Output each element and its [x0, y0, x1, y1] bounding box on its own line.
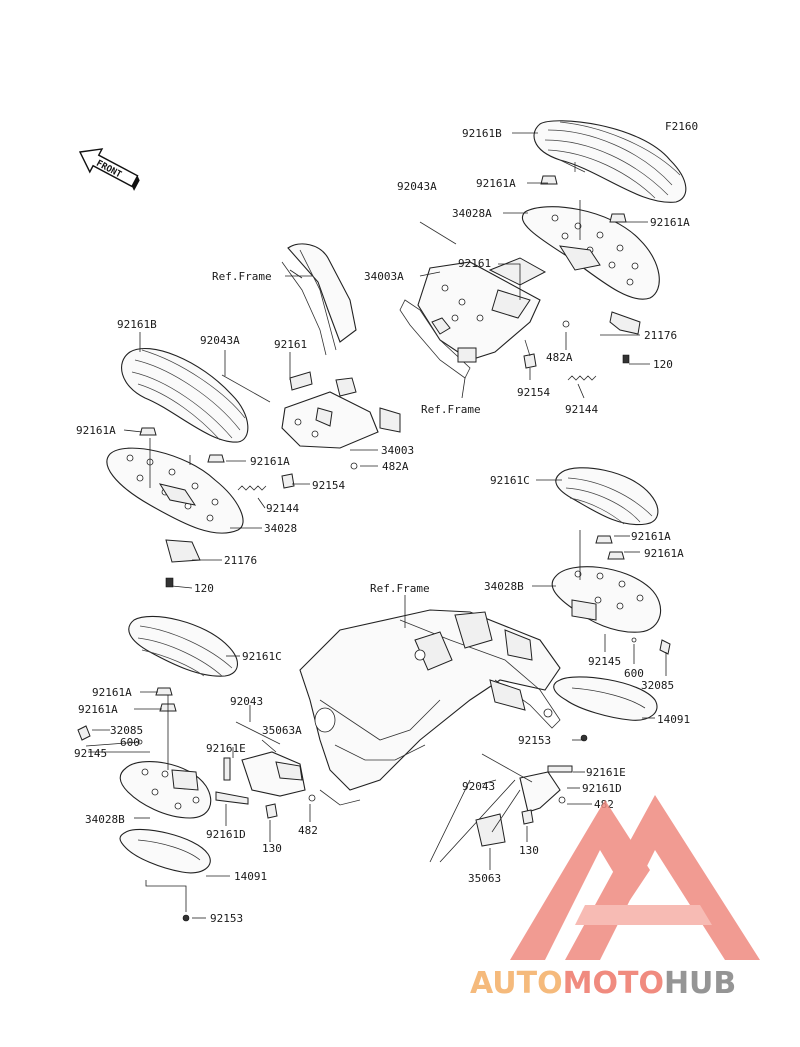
part-label: 14091: [657, 713, 690, 726]
part-label: 600: [624, 667, 644, 680]
part-label: 21176: [224, 554, 257, 567]
part-label: 92043: [230, 695, 263, 708]
part-label: 92161A: [92, 686, 132, 699]
left-rear-floorboard-group: [77, 615, 316, 922]
part-label: 482A: [546, 351, 573, 364]
front-arrow-icon: FRONT: [78, 148, 140, 191]
watermark-hub: HUB: [664, 966, 736, 1001]
part-label: 92161D: [206, 828, 246, 841]
part-label: 92161A: [476, 177, 516, 190]
part-label: 482A: [382, 460, 409, 473]
part-label: 92161B: [462, 127, 502, 140]
part-label: 92161A: [76, 424, 116, 437]
part-label: 34028B: [85, 813, 125, 826]
part-label: 120: [194, 582, 214, 595]
part-label: 92144: [565, 403, 598, 416]
part-label: 92154: [312, 479, 345, 492]
watermark-moto: MOTO: [563, 966, 664, 1001]
part-label: 21176: [644, 329, 677, 342]
svg-text:AUTOMOTOHUB: AUTOMOTOHUB: [470, 966, 736, 1001]
ref-frame-label-left: Ref.Frame: [212, 270, 272, 283]
part-label: 92153: [210, 912, 243, 925]
part-label: 92043A: [397, 180, 437, 193]
part-label: 600: [120, 736, 140, 749]
part-label: 34003A: [364, 270, 404, 283]
part-label: 92145: [588, 655, 621, 668]
right-rear-floorboard-group: [475, 467, 671, 870]
part-label: 92161E: [586, 766, 626, 779]
part-label: 34028B: [484, 580, 524, 593]
part-label: 35063: [468, 872, 501, 885]
watermark-logo: [510, 795, 760, 960]
part-label: 92161: [458, 257, 491, 270]
part-label: 92161A: [250, 455, 290, 468]
part-label: 32085: [110, 724, 143, 737]
part-label: 92154: [517, 386, 550, 399]
left-front-floorboard-group: [106, 243, 401, 589]
ref-frame-label-right: Ref.Frame: [421, 403, 481, 416]
part-label: 92043: [462, 780, 495, 793]
part-label: 92043A: [200, 334, 240, 347]
part-label: 130: [262, 842, 282, 855]
part-label: 35063A: [262, 724, 302, 737]
rear-frame-group: [299, 595, 561, 863]
part-label: 92161C: [242, 650, 282, 663]
part-label: 130: [519, 844, 539, 857]
ref-frame-label-rear: Ref.Frame: [370, 582, 430, 595]
part-labels: 92161B 92161A 92043A 34028A 92161A 92161…: [74, 127, 690, 925]
figure-code: F2160: [665, 120, 698, 133]
part-label: 92161D: [582, 782, 622, 795]
part-label: 92161: [274, 338, 307, 351]
part-label: 120: [653, 358, 673, 371]
part-label: 92153: [518, 734, 551, 747]
part-label: 32085: [641, 679, 674, 692]
part-label: 34003: [381, 444, 414, 457]
part-label: 92161A: [650, 216, 690, 229]
part-label: 92161E: [206, 742, 246, 755]
part-label: 92144: [266, 502, 299, 515]
part-label: 34028A: [452, 207, 492, 220]
part-label: 92145: [74, 747, 107, 760]
part-label: 92161A: [644, 547, 684, 560]
part-label: 92161C: [490, 474, 530, 487]
watermark-auto: AUTO: [470, 966, 563, 1001]
watermark-text: AUTOMOTOHUB: [470, 966, 736, 1001]
part-label: 92161A: [78, 703, 118, 716]
part-label: 482: [298, 824, 318, 837]
part-label: 14091: [234, 870, 267, 883]
part-label: 92161B: [117, 318, 157, 331]
right-front-floorboard-group: [399, 120, 687, 399]
part-label: 34028: [264, 522, 297, 535]
part-label: 92161A: [631, 530, 671, 543]
